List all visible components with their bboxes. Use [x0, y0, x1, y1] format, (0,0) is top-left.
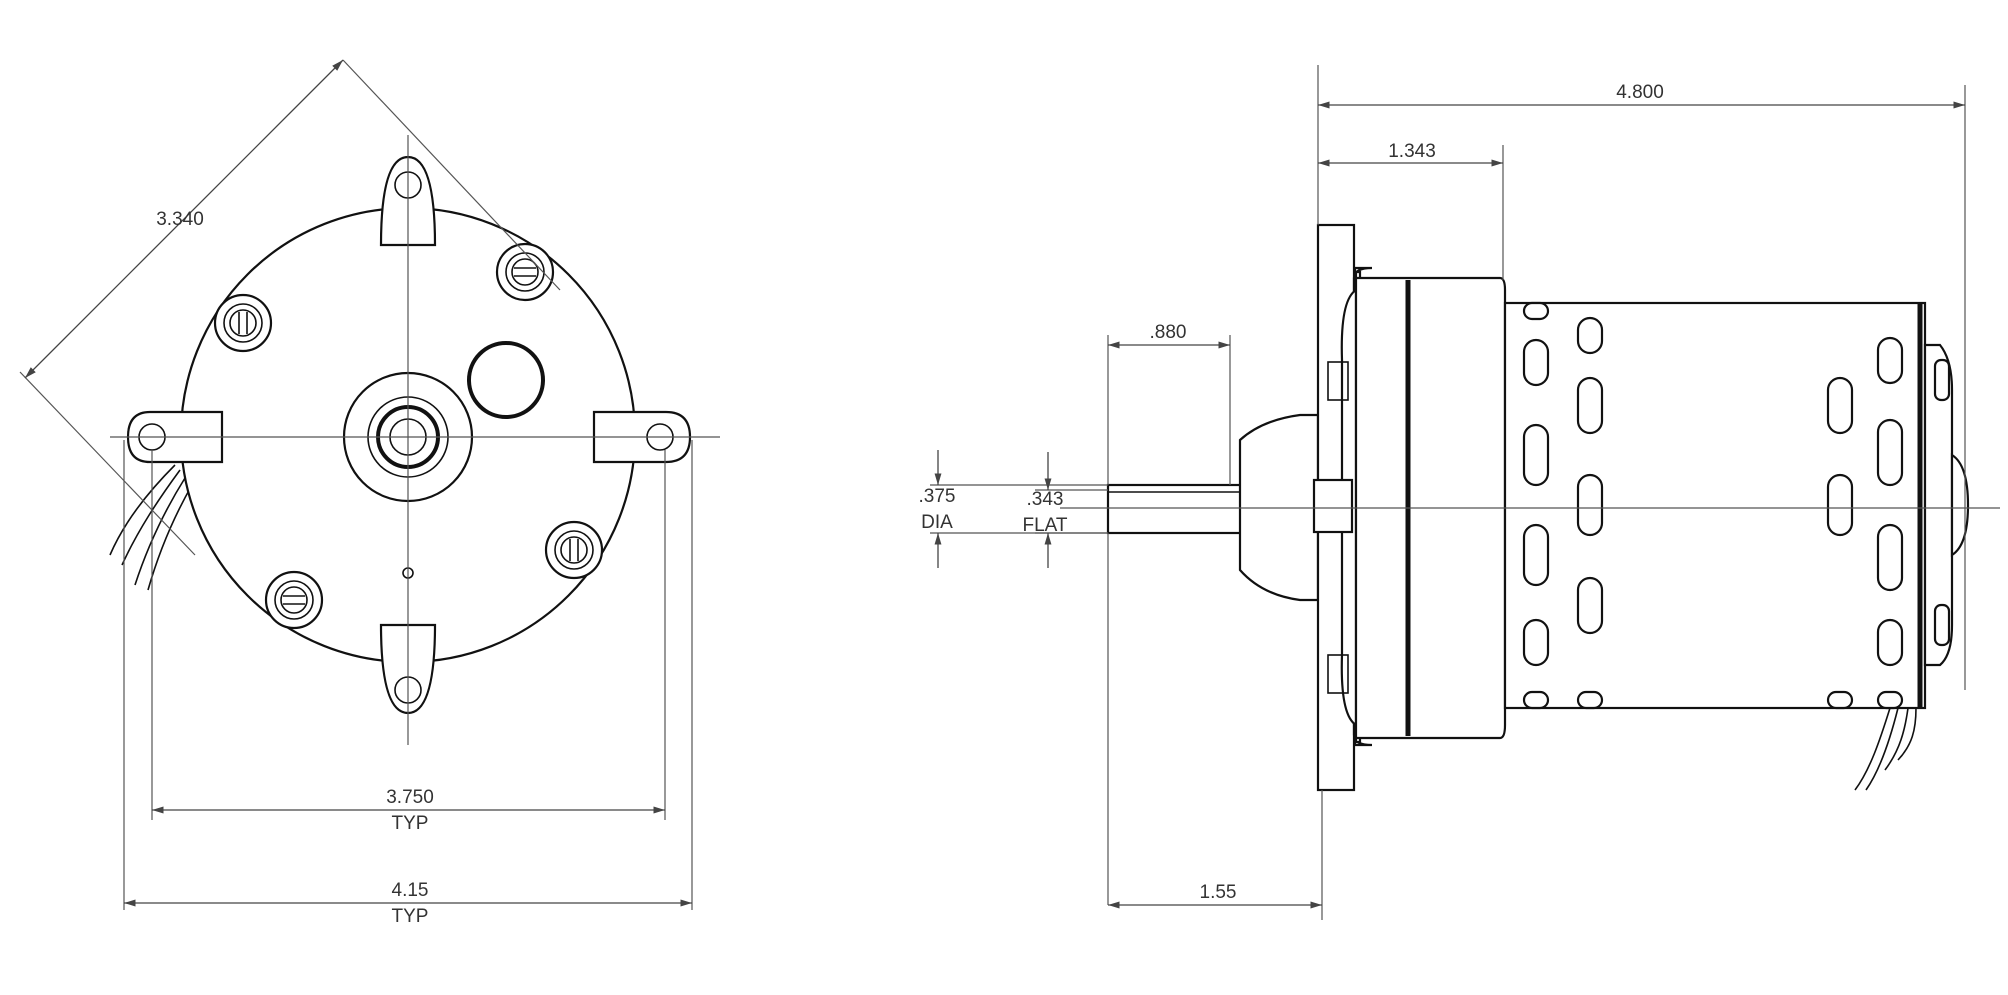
- mount-dim-value: 3.750: [386, 787, 434, 808]
- shaft-extension-label: 1.55: [1200, 882, 1237, 903]
- mount-dim-note: TYP: [392, 813, 429, 834]
- overall-length-dimension: 4.800: [1317, 65, 1966, 690]
- shaft-diameter-value: .375: [919, 486, 956, 507]
- diagonal-dim-label: 3.340: [156, 209, 204, 230]
- front-lead-wires: [109, 464, 193, 591]
- diagonal-dimension: 3.340: [19, 59, 561, 556]
- rear-end-cap: [1923, 343, 1954, 667]
- flange-to-body-label: 1.343: [1388, 141, 1436, 162]
- overall-dim-value: 4.15: [392, 880, 429, 901]
- side-view: 4.800 1.343 .880 .375 DIA: [919, 65, 2000, 920]
- shaft-flat-note: FLAT: [1022, 515, 1067, 536]
- overall-dimension: 4.15 TYP: [123, 440, 693, 927]
- flange-to-body-dimension: 1.343: [1318, 141, 1504, 280]
- shaft-extension-dimension: 1.55: [1107, 533, 1323, 920]
- overall-length-label: 4.800: [1616, 82, 1664, 103]
- shaft-flat-dimension: .880: [1107, 322, 1231, 485]
- mount-dimension: 3.750 TYP: [151, 450, 666, 834]
- flange-clips: [1312, 361, 1354, 694]
- overall-dim-note: TYP: [392, 906, 429, 927]
- motor-can: [1503, 301, 1927, 710]
- shaft-diameter-note: DIA: [921, 512, 953, 533]
- vent-slots: [1522, 301, 1904, 710]
- shaft-flat-length-label: .880: [1150, 322, 1187, 343]
- rear-lead-wires: [1854, 707, 1917, 791]
- shaft-flat-dimension-vertical: .343 FLAT: [1022, 452, 1108, 568]
- rear-bearing-boss: [1950, 453, 1970, 557]
- front-port: [467, 341, 545, 419]
- shaft-diameter-dimension: .375 DIA: [919, 450, 1108, 568]
- shaft-flat-value: .343: [1027, 489, 1064, 510]
- front-view: 3.340 3.750 TYP 4.15 TYP: [19, 59, 720, 927]
- shaft: [1106, 483, 1245, 535]
